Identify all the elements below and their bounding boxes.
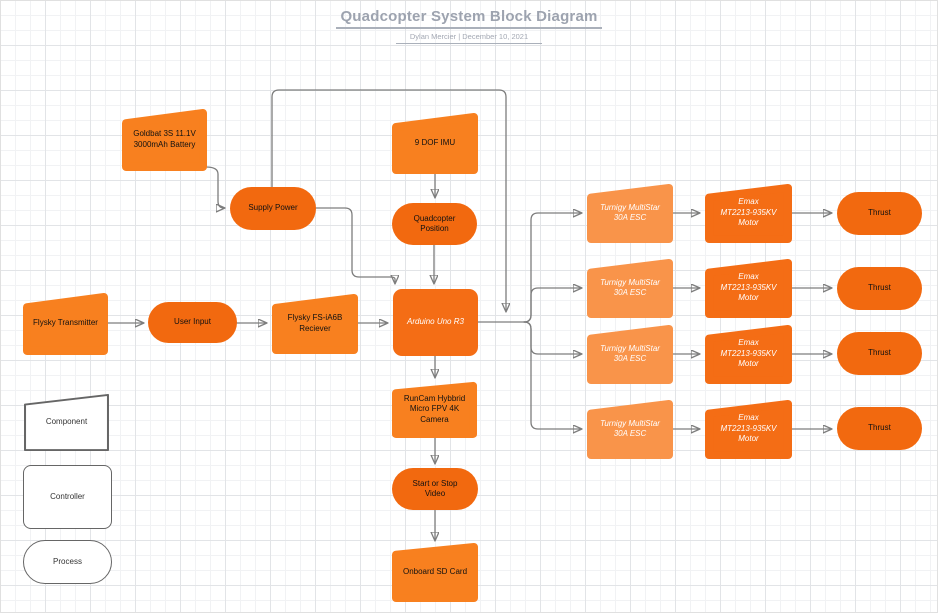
node-motor-4[interactable]: Emax MT2213-935KV Motor xyxy=(705,399,792,459)
legend-process[interactable]: Process xyxy=(23,540,112,584)
node-label: RunCam Hybbrid Micro FPV 4K Camera xyxy=(403,393,466,424)
component-shape xyxy=(122,109,207,171)
node-label: Thrust xyxy=(868,283,891,293)
legend-controller[interactable]: Controller xyxy=(23,465,112,529)
edge-trunk-esc1[interactable] xyxy=(523,213,581,323)
node-label: Turnigy MultiStar 30A ESC xyxy=(600,418,660,438)
node-label: Quadcopter Position xyxy=(413,213,456,233)
component-shape xyxy=(392,113,478,174)
node-esc-3[interactable]: Turnigy MultiStar 30A ESC xyxy=(587,324,673,384)
node-label: Emax MT2213-935KV Motor xyxy=(720,272,777,303)
component-shape xyxy=(705,183,792,243)
node-label: Turnigy MultiStar 30A ESC xyxy=(600,343,660,363)
diagram-title-block: Quadcopter System Block Diagram Dylan Me… xyxy=(0,8,938,44)
node-thrust-2[interactable]: Thrust xyxy=(837,267,922,310)
node-label: 9 DOF IMU xyxy=(414,137,456,147)
node-motor-2[interactable]: Emax MT2213-935KV Motor xyxy=(705,258,792,318)
component-shape xyxy=(392,381,477,438)
node-quadcopter-position[interactable]: Quadcopter Position xyxy=(392,203,477,245)
node-imu[interactable]: 9 DOF IMU xyxy=(392,112,478,174)
legend-label: Process xyxy=(53,556,82,566)
node-label: Arduino Uno R3 xyxy=(407,317,464,327)
component-shape xyxy=(272,293,358,354)
component-shape xyxy=(587,399,673,459)
node-motor-3[interactable]: Emax MT2213-935KV Motor xyxy=(705,324,792,384)
component-shape xyxy=(587,258,673,318)
node-esc-1[interactable]: Turnigy MultiStar 30A ESC xyxy=(587,183,673,243)
node-thrust-4[interactable]: Thrust xyxy=(837,407,922,450)
edge-battery-supply[interactable] xyxy=(205,166,224,208)
node-thrust-1[interactable]: Thrust xyxy=(837,192,922,235)
edge-trunk-esc4[interactable] xyxy=(523,321,581,429)
node-label: Flysky FS-iA6B Reciever xyxy=(287,313,343,333)
component-shape xyxy=(705,399,792,459)
node-label: Start or Stop Video xyxy=(412,478,458,498)
node-label: Supply Power xyxy=(248,203,298,213)
node-arduino[interactable]: Arduino Uno R3 xyxy=(393,289,478,356)
component-shape xyxy=(587,183,673,243)
component-shape xyxy=(587,324,673,384)
node-label: Goldbat 3S 11.1V 3000mAh Battery xyxy=(133,129,196,149)
node-label: Thrust xyxy=(868,208,891,218)
node-supply-power[interactable]: Supply Power xyxy=(230,187,316,230)
node-start-stop-video[interactable]: Start or Stop Video xyxy=(392,468,478,510)
node-label: Emax MT2213-935KV Motor xyxy=(720,197,777,228)
legend-label: Component xyxy=(45,416,88,426)
node-user-input[interactable]: User Input xyxy=(148,302,237,343)
component-shape xyxy=(705,324,792,384)
component-shape xyxy=(392,542,478,602)
node-esc-4[interactable]: Turnigy MultiStar 30A ESC xyxy=(587,399,673,459)
page-subtitle: Dylan Mercier | December 10, 2021 xyxy=(395,29,543,44)
node-motor-1[interactable]: Emax MT2213-935KV Motor xyxy=(705,183,792,243)
node-label: Flysky Transmitter xyxy=(33,318,98,328)
node-transmitter[interactable]: Flysky Transmitter xyxy=(23,292,108,355)
node-label: Emax MT2213-935KV Motor xyxy=(720,338,777,369)
page-title: Quadcopter System Block Diagram xyxy=(336,8,602,29)
edge-trunk-esc2[interactable] xyxy=(523,288,581,323)
node-thrust-3[interactable]: Thrust xyxy=(837,332,922,375)
node-camera[interactable]: RunCam Hybbrid Micro FPV 4K Camera xyxy=(392,381,477,438)
edge-supply-arduino[interactable] xyxy=(315,207,395,283)
edge-supply-top-loop[interactable] xyxy=(271,89,506,311)
node-label: Turnigy MultiStar 30A ESC xyxy=(600,277,660,297)
node-label: Onboard SD Card xyxy=(402,566,468,576)
node-battery[interactable]: Goldbat 3S 11.1V 3000mAh Battery xyxy=(122,108,207,171)
node-label: Turnigy MultiStar 30A ESC xyxy=(600,202,660,222)
component-shape xyxy=(24,393,109,452)
node-label: User Input xyxy=(174,317,211,327)
node-label: Thrust xyxy=(868,348,891,358)
node-sd-card[interactable]: Onboard SD Card xyxy=(392,542,478,602)
node-esc-2[interactable]: Turnigy MultiStar 30A ESC xyxy=(587,258,673,318)
node-label: Thrust xyxy=(868,423,891,433)
node-label: Emax MT2213-935KV Motor xyxy=(720,413,777,444)
component-shape xyxy=(705,258,792,318)
edge-trunk-esc3[interactable] xyxy=(523,321,581,354)
node-receiver[interactable]: Flysky FS-iA6B Reciever xyxy=(272,293,358,354)
component-shape xyxy=(23,293,108,355)
legend-label: Controller xyxy=(50,491,85,501)
legend-component[interactable]: Component xyxy=(23,392,110,452)
